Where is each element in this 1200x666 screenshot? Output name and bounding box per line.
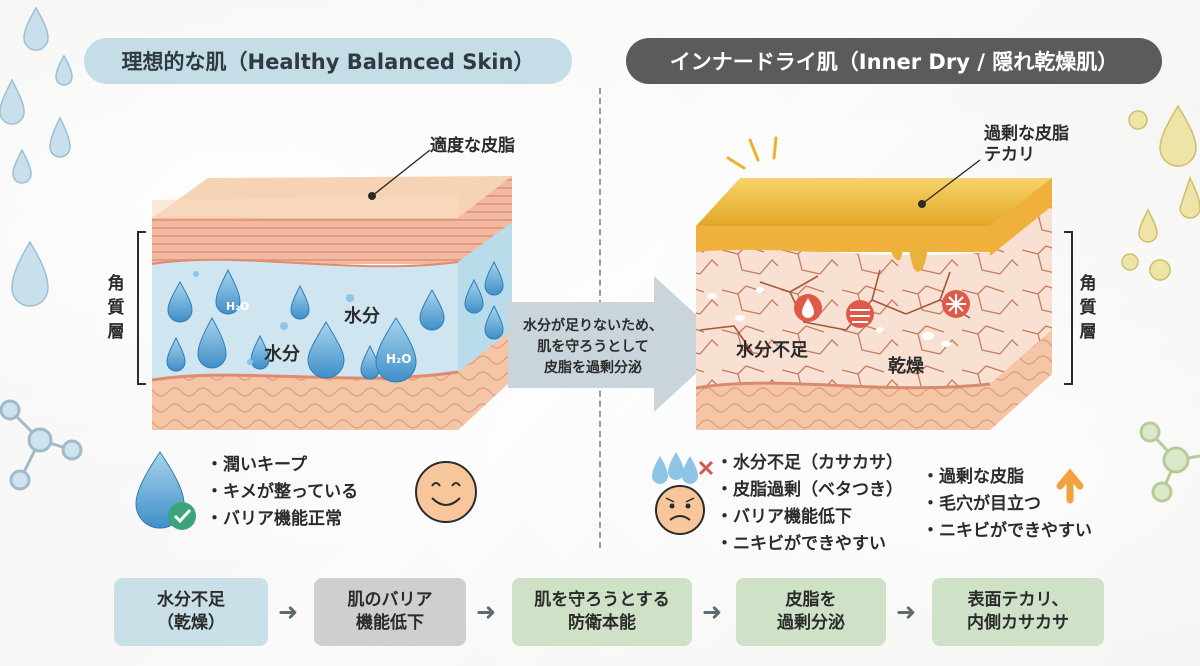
problem-item: ニキビができやすい (922, 518, 1092, 545)
center-arrow-text: 水分が足りないため、 肌を守ろうとして 皮脂を過剰分泌 (523, 318, 663, 376)
layer-bracket-left (137, 231, 146, 385)
dryness-label: 乾燥 (888, 356, 924, 377)
water-drops-cross-icon (652, 452, 714, 484)
left-layer-label: 角質層 (107, 274, 125, 342)
dry-problems-list: 水分不足（カサカサ） 皮脂過剰（ベタつき） バリア機能低下 ニキビができやすい (716, 450, 903, 558)
healthy-skin-block (151, 176, 512, 430)
flow-step-water-shortage: 水分不足 （乾燥） (114, 578, 268, 646)
right-sebum-label-line1: 過剰な皮脂 (984, 124, 1069, 144)
smiling-face-icon (415, 461, 477, 523)
problem-item: 皮脂過剰（ベタつき） (716, 477, 903, 504)
molecule-left (0, 399, 83, 491)
flow-arrow-icon: ➜ (476, 598, 497, 626)
left-water-label-1: 水分 (344, 306, 380, 327)
water-drops-left (166, 260, 504, 383)
benefit-item: キメが整っている (206, 479, 358, 506)
benefit-item: 潤いキープ (206, 452, 358, 479)
right-layer-label: 角質層 (1079, 274, 1097, 342)
problem-item: 水分不足（カサカサ） (716, 450, 903, 477)
problem-item: ニキビができやすい (716, 531, 903, 558)
healthy-skin-title: 理想的な肌（Healthy Balanced Skin） (84, 38, 572, 84)
problem-item: バリア機能低下 (716, 504, 903, 531)
layer-bracket-right (1064, 231, 1073, 385)
benefit-item: バリア機能正常 (206, 506, 358, 533)
flow-step-barrier-decline: 肌のバリア 機能低下 (314, 578, 466, 646)
dry-flakes (707, 287, 951, 347)
flow-step-excess-sebum: 皮脂を 過剰分泌 (736, 578, 886, 646)
water-shortage-label: 水分不足 (736, 340, 808, 361)
molecule-right (1139, 421, 1200, 503)
left-water-label-2: 水分 (264, 344, 300, 365)
h2o-label-1: H₂O (226, 300, 250, 313)
problem-item: 過剰な皮脂 (922, 464, 1092, 491)
shine-marks (726, 136, 778, 170)
sebum-problems-list: 過剰な皮脂 毛穴が目立つ ニキビができやすい (922, 464, 1092, 545)
inner-dry-skin-title: インナードライ肌（Inner Dry / 隠れ乾燥肌） (626, 38, 1162, 84)
flow-arrow-icon: ➜ (896, 598, 917, 626)
right-sebum-label-line2: テカリ (984, 145, 1035, 165)
flow-step-shiny-dry: 表面テカリ、 内側カサカサ (932, 578, 1104, 646)
h2o-label-2: H₂O (386, 352, 412, 366)
decorative-drops-right (1121, 104, 1200, 281)
inner-dry-skin-block (695, 178, 1052, 430)
worried-face-icon (655, 485, 705, 535)
left-sebum-label: 適度な皮脂 (430, 136, 515, 156)
center-arrow-shape (508, 276, 728, 412)
water-drop-check-icon (135, 451, 196, 530)
right-sebum-label: 過剰な皮脂 テカリ (984, 124, 1069, 166)
sebum-pointer-right (921, 159, 981, 205)
flow-arrow-icon: ➜ (278, 598, 299, 626)
flow-step-defense-instinct: 肌を守ろうとする 防衛本能 (512, 578, 692, 646)
problem-item: 毛穴が目立つ (922, 491, 1092, 518)
sebum-pointer-left (371, 149, 431, 197)
healthy-benefits-list: 潤いキープ キメが整っている バリア機能正常 (206, 452, 358, 533)
decorative-drops-left (0, 6, 73, 307)
dry-skin-symbols (794, 290, 970, 328)
flow-arrow-icon: ➜ (702, 598, 723, 626)
bubbles-left (193, 271, 354, 365)
